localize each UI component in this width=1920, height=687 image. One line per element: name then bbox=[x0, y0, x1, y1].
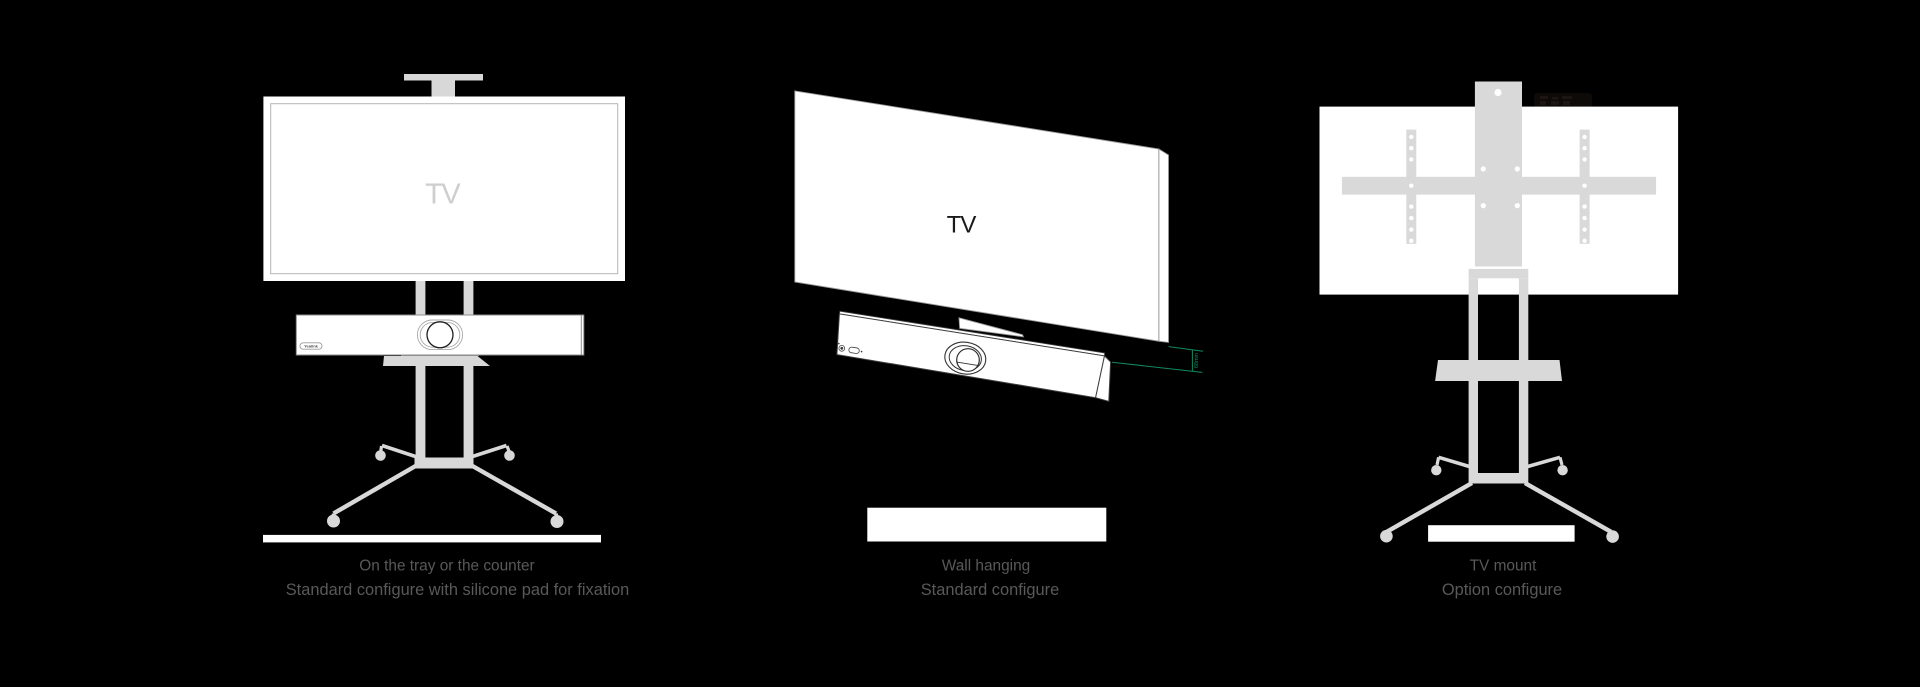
svg-text:Standard configure: Standard configure bbox=[921, 581, 1060, 599]
svg-text:TV: TV bbox=[425, 179, 461, 211]
svg-text:Yealink: Yealink bbox=[304, 344, 319, 349]
svg-text:Option configure: Option configure bbox=[1442, 581, 1562, 599]
svg-text:On the tray or the counter: On the tray or the counter bbox=[359, 558, 534, 575]
svg-text:TV: TV bbox=[947, 212, 977, 239]
svg-text:Standard configure with silico: Standard configure with silicone pad for… bbox=[286, 581, 630, 599]
svg-text:TV mount: TV mount bbox=[1470, 558, 1537, 575]
svg-text:Wall hanging: Wall hanging bbox=[942, 558, 1030, 575]
svg-text:68mm: 68mm bbox=[1194, 352, 1200, 368]
